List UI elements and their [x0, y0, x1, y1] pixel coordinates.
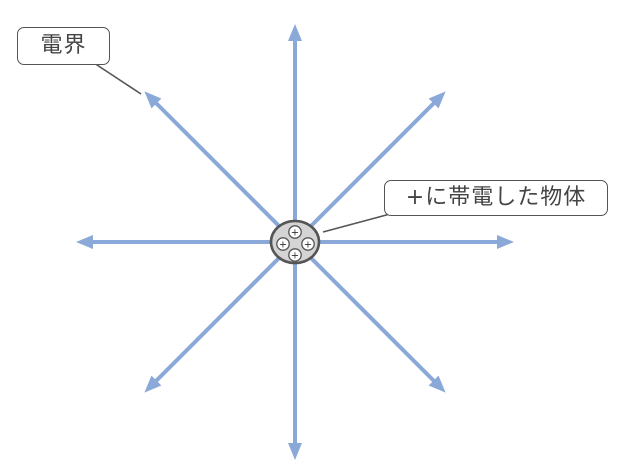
object-callout-pointer [322, 213, 391, 233]
field-arrow-up-right-shaft [293, 100, 437, 244]
field-arrow-down-right-head [428, 375, 446, 393]
field-lines [76, 24, 514, 460]
field-arrow-right-head [497, 235, 514, 249]
electric-field-callout: 電界 [17, 27, 110, 65]
electric-field-label: 電界 [40, 33, 87, 58]
field-arrow-up-right-head [428, 91, 446, 109]
positive-charge-circle [288, 248, 302, 262]
field-arrow-down-left-shaft [153, 240, 297, 384]
charged-object-callout: +に帯電した物体 [384, 180, 608, 216]
field-arrow-down-head [288, 443, 302, 460]
positive-charge-symbol: + [291, 228, 299, 239]
field-arrow-up-left-shaft [153, 100, 297, 244]
charge-group: + + + + [276, 225, 315, 262]
positive-charge-circle [301, 237, 315, 251]
field-arrow-down-left-head [144, 375, 162, 393]
field-arrow-up-head [288, 24, 302, 41]
positive-charge-symbol: + [304, 240, 312, 251]
charged-object-label: +に帯電した物体 [405, 185, 587, 210]
positive-charge-circle [288, 225, 302, 239]
positive-charge-symbol: + [279, 240, 287, 251]
field-callout-pointer [93, 62, 142, 95]
charged-object [269, 219, 321, 265]
positive-charge-circle [276, 237, 290, 251]
field-arrow-down-right-shaft [293, 240, 437, 384]
field-arrow-left-head [76, 235, 93, 249]
field-arrow-up-left-head [144, 91, 162, 109]
positive-charge-symbol: + [291, 251, 299, 262]
